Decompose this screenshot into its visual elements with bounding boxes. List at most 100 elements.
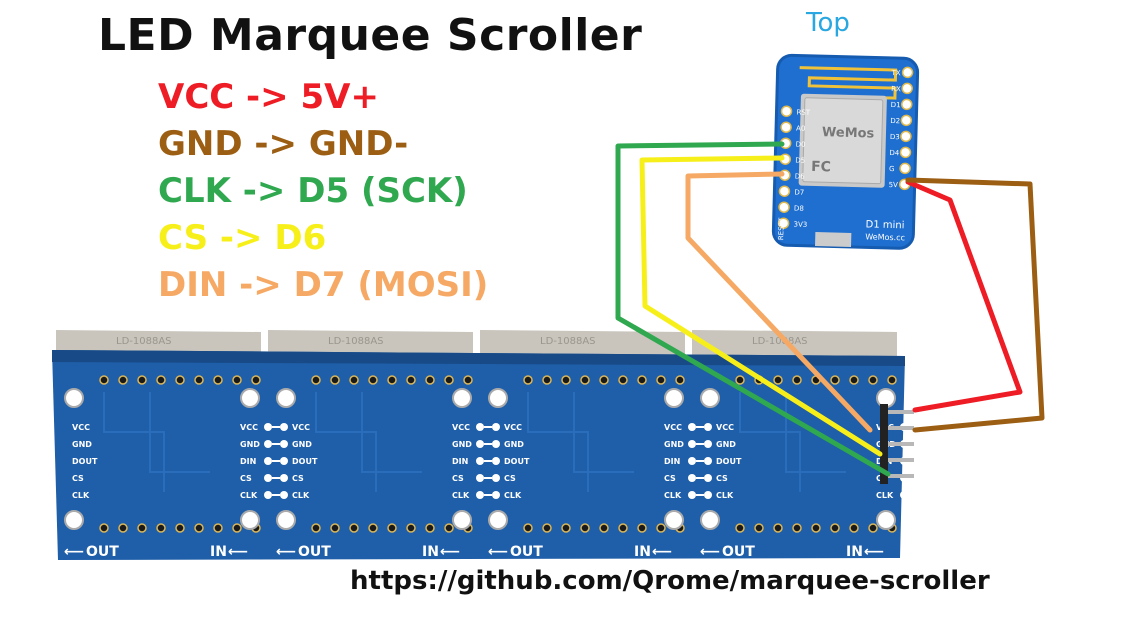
pad (916, 491, 924, 499)
out-pin-label: CS (716, 474, 728, 483)
arrow-left-icon: ⟵ (440, 544, 460, 560)
d1-model: D1 mini (865, 219, 904, 231)
arrow-left-icon: ⟵ (64, 544, 84, 560)
in-label: IN (210, 544, 227, 560)
d1-pin-label: D7 (794, 188, 804, 196)
d1-pin-right (899, 162, 911, 175)
out-label: OUT (86, 544, 119, 560)
pin-hole (251, 375, 261, 385)
mount-hole (664, 388, 684, 408)
pad (476, 423, 484, 431)
pad (492, 474, 500, 482)
pin-hole (561, 375, 571, 385)
out-pin-label: CS (292, 474, 304, 483)
pin-hole (368, 523, 378, 533)
pin-hole (656, 523, 666, 533)
pad (264, 474, 272, 482)
d1-pin-label: D2 (890, 117, 900, 125)
mount-hole (64, 388, 84, 408)
pad (476, 474, 484, 482)
pin-hole (542, 375, 552, 385)
pad (492, 423, 500, 431)
pin-hole (175, 375, 185, 385)
pin-hole (656, 375, 666, 385)
pad (264, 440, 272, 448)
in-pin-label: CLK (240, 491, 258, 500)
d1-pin-right (900, 130, 912, 143)
pad (688, 440, 696, 448)
header-pins (880, 404, 914, 484)
d1-pin-label: D4 (889, 149, 900, 157)
pin-hole (523, 375, 533, 385)
pin-hole (463, 375, 473, 385)
d1-mini-board: WeMos FC 3V3D8D7D6D5D0A0RST5VGD4D3D2D1RX… (771, 53, 920, 250)
pin-hole (137, 375, 147, 385)
mount-hole (64, 510, 84, 530)
arrow-left-icon: ⟵ (276, 544, 296, 560)
pad (476, 440, 484, 448)
fcc-mark-icon: FC (811, 159, 831, 176)
page-title: LED Marquee Scroller (98, 10, 643, 61)
pin-hole (773, 375, 783, 385)
arrow-left-icon: ⟵ (864, 544, 884, 560)
led-pcb (52, 350, 905, 560)
pin-hole (792, 375, 802, 385)
pin-hole (580, 375, 590, 385)
mount-hole (240, 510, 260, 530)
arrow-left-icon: ⟵ (228, 544, 248, 560)
out-pin-label: VCC (716, 423, 734, 432)
d1-pin-left (780, 105, 793, 117)
out-pin-label: CLK (72, 491, 90, 500)
pad (704, 491, 712, 499)
out-pin-label: GND (72, 440, 92, 449)
pad (704, 423, 712, 431)
d1-pin-label: RX (891, 85, 901, 93)
pin-hole (754, 523, 764, 533)
wiring-list: VCC -> 5V+ GND -> GND- CLK -> D5 (SCK) C… (158, 74, 488, 309)
in-pin-label: DIN (664, 457, 680, 466)
mount-hole (276, 388, 296, 408)
pad (688, 457, 696, 465)
pin-hole (387, 523, 397, 533)
out-pin-label: GND (292, 440, 312, 449)
wiring-din: DIN -> D7 (MOSI) (158, 265, 489, 305)
d1-pin-label: TX (890, 69, 900, 77)
pin-hole (232, 523, 242, 533)
out-label: OUT (722, 544, 755, 560)
out-pin-label: VCC (292, 423, 310, 432)
pin-hole (580, 523, 590, 533)
pad (264, 491, 272, 499)
d1-pin-label: D6 (795, 172, 806, 180)
pad (280, 440, 288, 448)
pin-hole (118, 375, 128, 385)
out-pin-label: DOUT (292, 457, 318, 466)
repo-url[interactable]: https://github.com/Qrome/marquee-scrolle… (350, 566, 990, 596)
pad (688, 474, 696, 482)
mount-hole (452, 388, 472, 408)
pin-hole (444, 375, 454, 385)
pin-hole (213, 375, 223, 385)
wire-red-vcc (905, 179, 1023, 413)
pin-hole (349, 523, 359, 533)
mount-hole (664, 510, 684, 530)
pin-hole (618, 523, 628, 533)
wires (615, 141, 1045, 477)
pad (916, 440, 924, 448)
pad (492, 491, 500, 499)
in-pin-label: DIN (240, 457, 256, 466)
pad (476, 457, 484, 465)
wiring-clk: CLK -> D5 (SCK) (158, 171, 468, 211)
out-pin-label: GND (504, 440, 524, 449)
pin-hole (387, 375, 397, 385)
d1-pin-right (900, 114, 913, 127)
out-pin-label: CLK (504, 491, 522, 500)
pin-hole (213, 523, 223, 533)
arrow-left-icon: ⟵ (700, 544, 720, 560)
pin-hole (406, 375, 416, 385)
pin-hole (868, 523, 878, 533)
arrow-left-icon: ⟵ (488, 544, 508, 560)
